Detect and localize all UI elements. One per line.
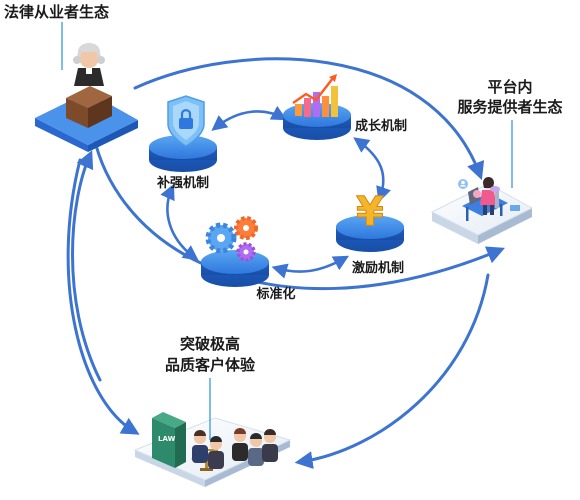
bar-chart-icon — [292, 74, 338, 117]
legal-platform-side — [35, 118, 88, 152]
arrow-legal-to-platform — [133, 57, 485, 181]
gears-icon — [205, 216, 258, 262]
judge-icon — [73, 43, 105, 86]
screen-icon — [510, 205, 520, 211]
arrow-platform-to-experience — [294, 273, 490, 470]
svg-text:¥: ¥ — [356, 189, 384, 235]
supplement-node — [149, 95, 217, 172]
callout-lines — [61, 22, 513, 440]
desk-leg-left — [466, 207, 469, 221]
exp-platform-left-side — [135, 450, 205, 487]
experience-label-line1: 突破极高 — [180, 335, 240, 353]
platform-base-right — [478, 208, 532, 244]
platform-base-left — [432, 212, 478, 244]
platform-node — [430, 177, 534, 244]
legal-label: 法律从业者生态 — [4, 3, 109, 21]
law-book-icon: LAW — [152, 412, 186, 468]
arrow-experience-to-legal — [71, 150, 102, 382]
platform-label-line1: 平台内 — [487, 78, 532, 96]
outer-flow-arrows — [66, 57, 505, 470]
experience-node: LAW — [133, 412, 292, 487]
heart-bubble-icon — [473, 190, 481, 198]
desk-leg-right — [500, 204, 503, 216]
incentive-node: ¥ — [336, 189, 404, 252]
podium-side — [88, 96, 112, 128]
yuan-coin-icon: ¥ — [356, 189, 385, 236]
growth-node — [283, 74, 351, 140]
arrow-standardize-supplement — [160, 183, 199, 261]
people-group-icon — [192, 428, 278, 469]
arrow-legal-to-experience — [66, 158, 140, 435]
arrow-supplement-growth — [211, 105, 288, 131]
growth-label: 成长机制 — [355, 118, 407, 134]
legal-platform-side-r — [88, 120, 138, 152]
arrow-incentive-standardize — [271, 255, 350, 279]
inner-flow-arrows — [160, 105, 391, 279]
legal-node — [35, 43, 138, 152]
lock-shield-icon — [167, 95, 205, 147]
standardize-node — [201, 216, 269, 287]
chair-back — [495, 190, 499, 208]
supplement-label: 补强机制 — [156, 175, 209, 191]
desk-worker-icon — [480, 177, 496, 215]
svg-text:LAW: LAW — [158, 435, 176, 443]
chat-bubble-icon — [490, 186, 500, 192]
incentive-label: 激励机制 — [352, 260, 404, 276]
standardize-label: 标准化 — [255, 286, 295, 302]
experience-label-line2: 品质客户体验 — [165, 356, 256, 374]
arrow-growth-incentive — [353, 137, 391, 203]
platform-label-line2: 服务提供者生态 — [457, 98, 562, 116]
podium-top — [66, 86, 112, 108]
